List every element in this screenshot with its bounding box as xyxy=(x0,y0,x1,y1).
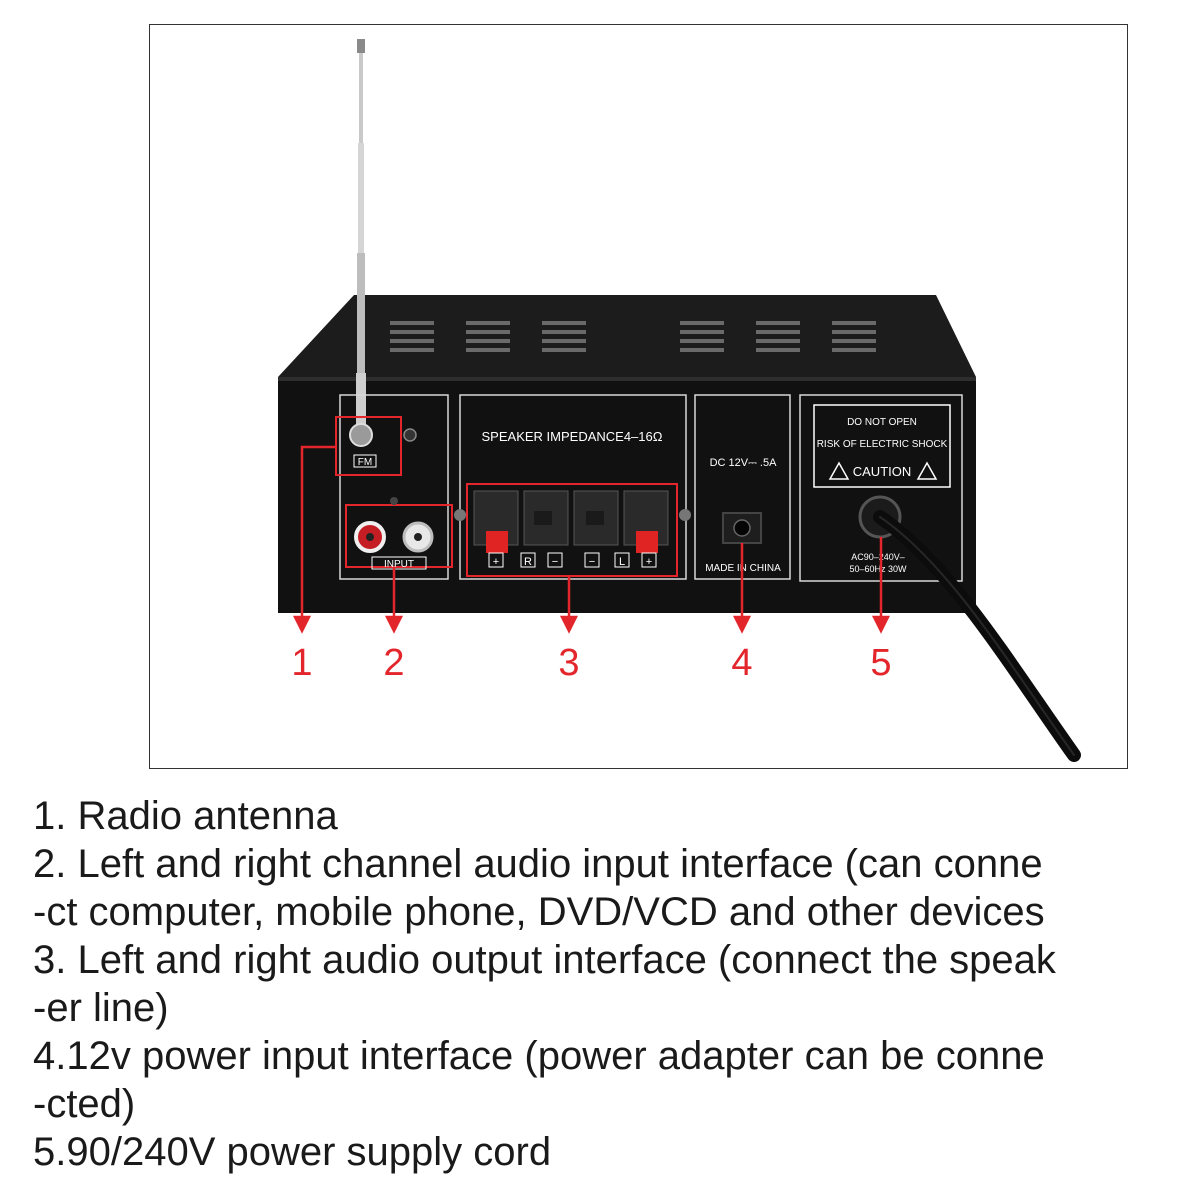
legend-line: 1. Radio antenna xyxy=(33,794,338,838)
speaker-terminals xyxy=(473,490,669,553)
ac-rating-line1: AC90–240V– xyxy=(851,552,905,562)
terminal-mark-r-plus: + xyxy=(493,556,499,568)
ac-rating-line2: 50–60Hz 30W xyxy=(849,564,907,574)
legend-list: 1. Radio antenna 2. Left and right chann… xyxy=(33,792,1198,1176)
callout-5: 5 xyxy=(870,642,891,684)
dc-rating-label: DC 12V⎓ .5A xyxy=(710,457,778,469)
terminal-mark-l-plus: + xyxy=(646,556,652,568)
legend-line: 5.90/240V power supply cord xyxy=(33,1130,552,1174)
terminal-mark-r-minus: − xyxy=(552,556,558,568)
terminal-mark-l-minus: − xyxy=(589,556,595,568)
rca-highlight-box xyxy=(345,504,453,568)
vent-slots xyxy=(390,321,876,352)
warning-line1: DO NOT OPEN xyxy=(847,417,917,428)
callout-3: 3 xyxy=(558,642,579,684)
legend-line: 4.12v power input interface (power adapt… xyxy=(33,1034,1045,1078)
legend-line: -ct computer, mobile phone, DVD/VCD and … xyxy=(33,890,1045,934)
warning-line2: RISK OF ELECTRIC SHOCK xyxy=(817,439,948,450)
chassis-top xyxy=(278,295,976,377)
speaker-terminal-highlight-box xyxy=(466,483,678,577)
amplifier-rear-view: FM INPUT SPEAKER IMPEDANCE4–16Ω + xyxy=(278,39,1081,762)
legend-line: 2. Left and right channel audio input in… xyxy=(33,842,1043,886)
callout-4: 4 xyxy=(731,642,752,684)
terminal-mark-l: L xyxy=(619,556,625,568)
speaker-impedance-label: SPEAKER IMPEDANCE4–16Ω xyxy=(482,429,663,444)
legend-line: -cted) xyxy=(33,1082,136,1126)
caution-label: CAUTION xyxy=(853,464,912,479)
antenna xyxy=(349,39,373,447)
legend-line: -er line) xyxy=(33,986,169,1030)
callout-2: 2 xyxy=(383,642,404,684)
led-indicator xyxy=(403,428,417,442)
caution-triangle-icon-right xyxy=(916,461,938,480)
warning-label xyxy=(813,404,951,488)
callout-1: 1 xyxy=(291,642,312,684)
legend-line: 3. Left and right audio output interface… xyxy=(33,938,1056,982)
callout-arrows xyxy=(292,445,891,634)
input-label: INPUT xyxy=(384,559,414,570)
caution-triangle-icon-left xyxy=(828,461,850,480)
product-photo: FM INPUT SPEAKER IMPEDANCE4–16Ω + xyxy=(149,24,1128,769)
terminal-mark-r: R xyxy=(524,556,532,568)
fm-label: FM xyxy=(358,457,372,468)
